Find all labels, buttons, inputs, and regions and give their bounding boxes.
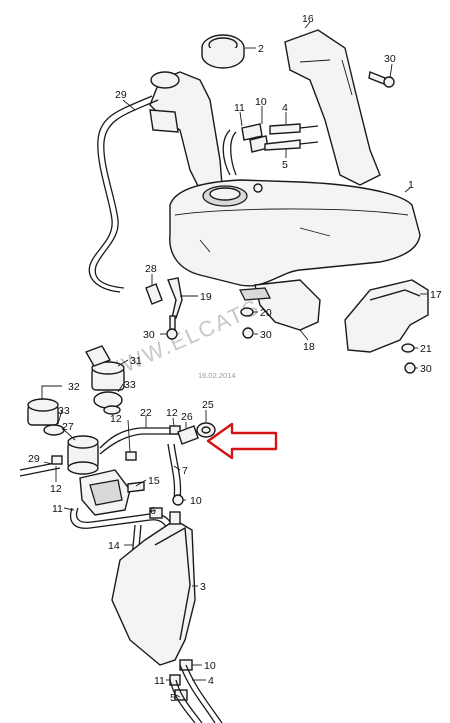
canister-bracket bbox=[79, 469, 131, 516]
heat-shield-17 bbox=[344, 279, 429, 353]
bracket-18 bbox=[238, 279, 321, 331]
fitting-6 bbox=[149, 507, 163, 519]
callout-33-b: 33 bbox=[58, 405, 70, 417]
callout-21: 21 bbox=[420, 343, 432, 355]
callout-5-b: 5 bbox=[170, 692, 176, 704]
date-stamp: 16.02.2014 bbox=[198, 371, 236, 380]
vent-tube-upper bbox=[88, 95, 159, 293]
callout-26: 26 bbox=[181, 411, 193, 423]
callout-4-a: 4 bbox=[282, 102, 288, 114]
canister-27 bbox=[67, 435, 99, 475]
callout-12-a: 12 bbox=[166, 407, 178, 419]
connector-26 bbox=[177, 425, 199, 445]
callout-15: 15 bbox=[148, 475, 160, 487]
callout-3: 3 bbox=[200, 581, 206, 593]
callout-14: 14 bbox=[108, 540, 120, 552]
callout-33-a: 33 bbox=[124, 379, 136, 391]
callout-29-b: 29 bbox=[28, 453, 40, 465]
callout-16: 16 bbox=[302, 13, 314, 25]
nut-30-d bbox=[404, 362, 416, 374]
callout-10-b: 10 bbox=[190, 495, 202, 507]
fitting-10-lower bbox=[172, 494, 184, 506]
cap-25 bbox=[196, 422, 216, 438]
nut-30-c bbox=[242, 327, 254, 339]
fittings-upper bbox=[222, 123, 319, 176]
callout-30-b: 30 bbox=[143, 329, 155, 341]
callout-22: 22 bbox=[140, 407, 152, 419]
fitting-12-b bbox=[51, 455, 63, 465]
valve-33-a bbox=[93, 391, 123, 415]
callout-27: 27 bbox=[62, 421, 74, 433]
callout-labels: 16 2 30 29 10 4 11 5 1 28 19 17 20 30 30… bbox=[28, 13, 442, 704]
callout-7: 7 bbox=[182, 465, 188, 477]
callout-4-b: 4 bbox=[208, 675, 214, 687]
callout-19: 19 bbox=[200, 291, 212, 303]
callout-29-a: 29 bbox=[115, 89, 127, 101]
highlight-arrow bbox=[206, 422, 278, 460]
callout-6: 6 bbox=[150, 505, 156, 517]
pump-31 bbox=[84, 345, 125, 391]
callout-10-a: 10 bbox=[255, 96, 267, 108]
hose-7 bbox=[167, 443, 182, 501]
clip-28 bbox=[145, 283, 163, 305]
callout-11-a: 11 bbox=[234, 102, 245, 114]
callout-17: 17 bbox=[430, 289, 442, 301]
callout-10-c: 10 bbox=[204, 660, 216, 672]
leader-lines bbox=[41, 21, 428, 698]
callout-11-c: 11 bbox=[154, 675, 165, 687]
callout-2: 2 bbox=[258, 43, 264, 55]
callout-30-c: 30 bbox=[260, 329, 272, 341]
callout-32: 32 bbox=[68, 381, 80, 393]
washer-20 bbox=[240, 307, 254, 317]
callout-12-b: 12 bbox=[110, 413, 122, 425]
callout-1: 1 bbox=[408, 179, 414, 191]
callout-28: 28 bbox=[145, 263, 157, 275]
callout-20: 20 bbox=[260, 307, 272, 319]
fitting-12-c bbox=[169, 425, 181, 435]
callout-18: 18 bbox=[303, 341, 315, 353]
callout-25: 25 bbox=[202, 399, 214, 411]
reservoir-3 bbox=[111, 511, 196, 666]
washer-21 bbox=[401, 343, 415, 353]
callout-30-a: 30 bbox=[384, 53, 396, 65]
bolt-30-b bbox=[166, 315, 178, 340]
fitting-12-a bbox=[125, 451, 137, 461]
fitting-15 bbox=[127, 481, 145, 493]
bolt-30-a bbox=[368, 71, 395, 88]
callout-11-b: 11 bbox=[52, 503, 63, 515]
callout-5-a: 5 bbox=[282, 159, 288, 171]
filler-cap-ring bbox=[201, 34, 245, 69]
callout-30-d: 30 bbox=[420, 363, 432, 375]
hose-22 bbox=[99, 427, 180, 455]
filler-neck bbox=[149, 71, 223, 191]
callout-12-c: 12 bbox=[50, 483, 62, 495]
callout-31: 31 bbox=[130, 355, 142, 367]
fuel-tank bbox=[169, 179, 421, 287]
valve-33-b bbox=[43, 424, 65, 436]
strap-19 bbox=[167, 277, 183, 319]
pump-32 bbox=[27, 398, 59, 426]
fittings-lower bbox=[169, 659, 223, 723]
heat-shield-upper bbox=[284, 29, 381, 186]
